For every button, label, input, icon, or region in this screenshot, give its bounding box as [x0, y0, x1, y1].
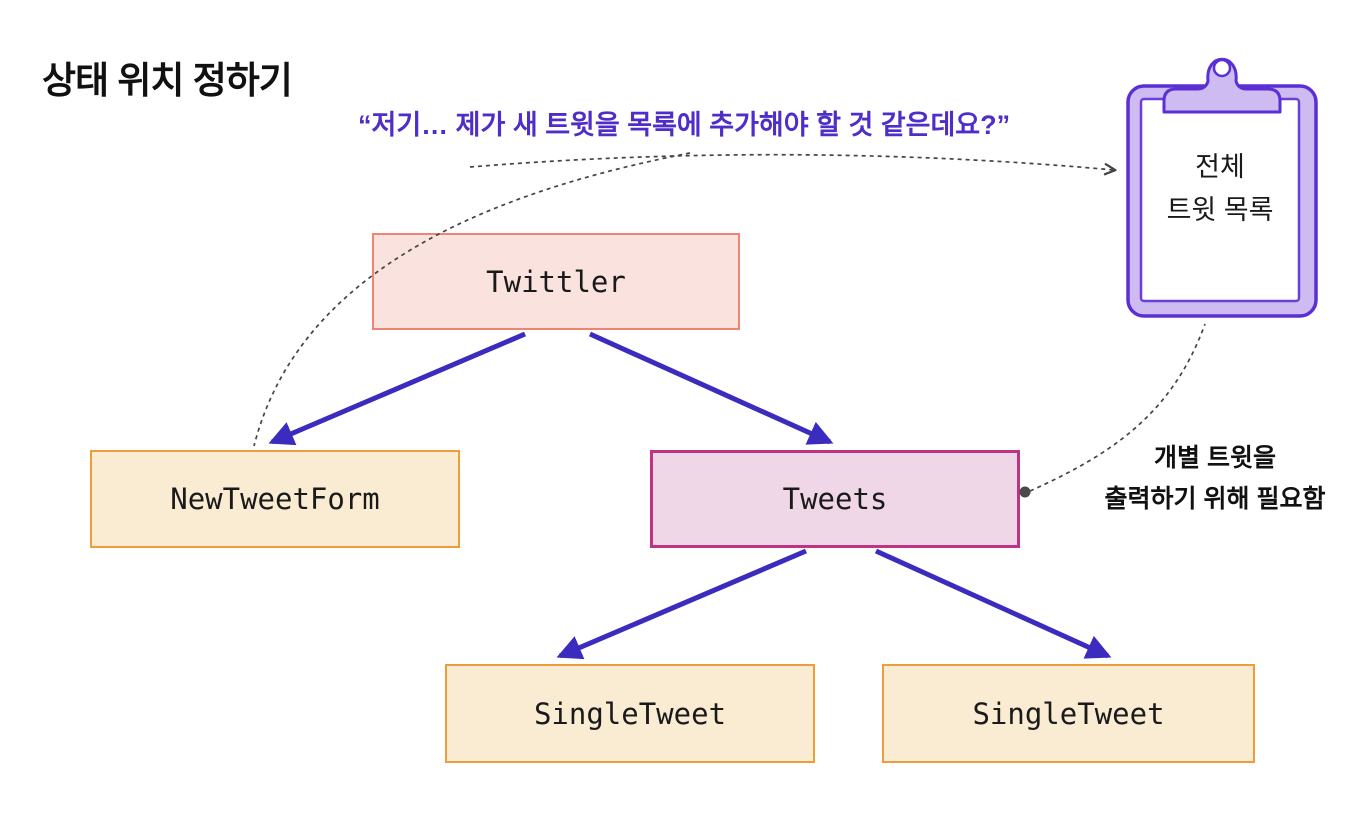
node-twittler: Twittler	[372, 233, 740, 330]
node-new-tweet-form: NewTweetForm	[90, 450, 460, 548]
connector-dot	[1019, 486, 1031, 498]
node-single-tweet-right-label: SingleTweet	[972, 696, 1165, 731]
edge-tweets-singletweet-left	[556, 548, 807, 660]
node-new-tweet-form-label: NewTweetForm	[170, 482, 380, 516]
node-single-tweet-right: SingleTweet	[882, 664, 1255, 763]
clipboard-label-line1: 전체	[1195, 152, 1245, 182]
node-single-tweet-left: SingleTweet	[445, 664, 815, 763]
clipboard-label-line2: 트윗 목록	[1166, 195, 1274, 226]
dashed-speech-to-clipboard	[469, 153, 1114, 170]
edge-tweets-singletweet-right	[874, 548, 1112, 659]
page-title: 상태 위치 정하기	[42, 60, 293, 101]
speech-quote: “저기… 제가 새 트윗을 목록에 추가해야 할 것 같은데요?”	[358, 110, 1011, 140]
node-twittler-label: Twittler	[486, 264, 626, 299]
node-tweets-label: Tweets	[782, 482, 888, 516]
tweets-annotation-line1: 개별 트윗을	[1154, 444, 1276, 472]
edge-twittler-newtweetform	[268, 331, 526, 446]
node-single-tweet-left-label: SingleTweet	[533, 696, 727, 731]
tweets-annotation: 개별 트윗을 출력하기 위해 필요함	[1080, 438, 1350, 519]
node-tweets: Tweets	[650, 450, 1020, 548]
edge-twittler-tweets	[588, 331, 834, 445]
tweets-annotation-line2: 출력하기 위해 필요함	[1104, 484, 1326, 513]
clipboard-label: 전체 트윗 목록	[1140, 146, 1300, 232]
